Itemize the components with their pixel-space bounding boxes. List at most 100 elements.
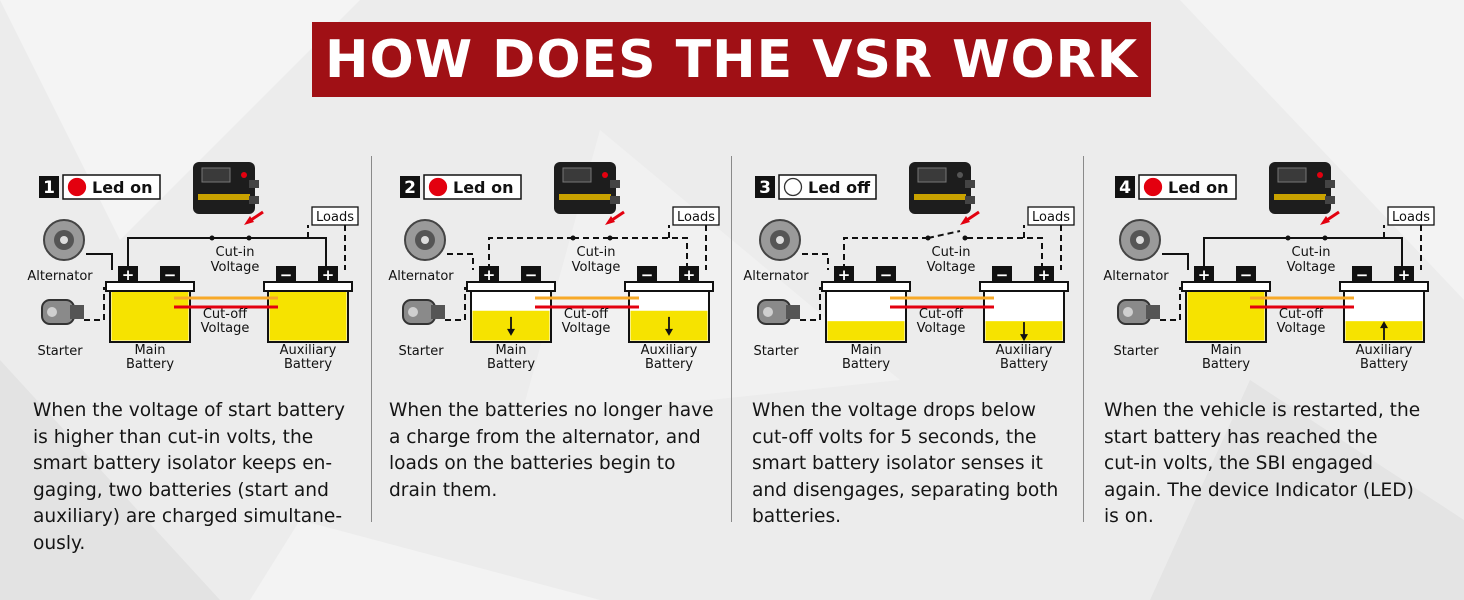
battery-terminal: [479, 266, 499, 282]
cut-in-label: Cut-in: [932, 245, 971, 260]
cut-off-label: Voltage: [562, 321, 611, 336]
alternator-hub: [60, 236, 68, 244]
alternator-hub: [1136, 236, 1144, 244]
wire-switch-to-aux: [1327, 237, 1403, 270]
led-on-icon: [428, 177, 448, 197]
battery-terminal: [834, 266, 854, 282]
step-caption: When the voltage of start battery is hig…: [33, 398, 369, 558]
positive-terminal-label: +: [483, 266, 496, 284]
battery-terminal: [160, 266, 180, 282]
caption-line: again. The device Indicator (LED): [1104, 479, 1414, 501]
device-terminal: [610, 196, 620, 204]
positive-terminal-label: +: [683, 266, 696, 284]
switch-contact: [246, 235, 252, 241]
battery-lid: [624, 281, 714, 292]
battery-terminal: [1394, 266, 1414, 282]
caption-line: cut-in volts, the SBI engaged: [1104, 453, 1374, 475]
device-terminal: [1325, 196, 1335, 204]
battery-lid: [821, 281, 911, 292]
device-display: [1277, 167, 1307, 183]
positive-terminal-label: +: [838, 266, 851, 284]
caption-line: drain them.: [389, 479, 498, 501]
starter-gear: [786, 305, 800, 319]
auxiliary-battery-label: Auxiliary: [996, 343, 1053, 358]
battery-terminal: [992, 266, 1012, 282]
starter-body: [757, 299, 791, 325]
step-number: 1: [43, 178, 55, 198]
led-status-label: Led off: [808, 178, 871, 197]
positive-terminal-label: +: [322, 266, 335, 284]
battery-terminal: [1236, 266, 1256, 282]
device-terminal: [249, 196, 259, 204]
starter-detail: [408, 307, 418, 317]
alternator-hub: [776, 236, 784, 244]
step-number-badge: [1115, 176, 1135, 198]
vsr-device-icon: [193, 162, 264, 225]
battery-lid: [105, 281, 195, 292]
alternator-label: Alternator: [1103, 269, 1169, 284]
battery-charge-level: [269, 291, 347, 341]
step-number-badge: [400, 176, 420, 198]
drain-arrow-head-icon: [507, 328, 515, 336]
step-caption: When the batteries no longer have a char…: [389, 398, 725, 504]
caption-line: When the vehicle is restarted, the: [1104, 400, 1421, 421]
wire-alternator: [86, 253, 113, 270]
starter-icon: [1117, 299, 1160, 325]
cut-off-label: Voltage: [1277, 321, 1326, 336]
starter-gear: [1146, 305, 1160, 319]
led-off-icon: [783, 177, 803, 197]
positive-terminal-label: +: [1398, 266, 1411, 284]
starter-icon: [402, 299, 445, 325]
negative-terminal-label: −: [996, 266, 1009, 284]
cut-in-label: Voltage: [572, 260, 621, 275]
alternator-icon: [43, 219, 85, 261]
device-terminal: [965, 196, 975, 204]
battery-lid: [1181, 281, 1271, 292]
led-on-icon: [1143, 177, 1163, 197]
vsr-device-icon: [1269, 162, 1340, 225]
switch-contact: [607, 235, 613, 241]
cut-in-label: Cut-in: [1292, 245, 1331, 260]
cut-in-label: Voltage: [1287, 260, 1336, 275]
cut-off-label: Cut-off: [1279, 307, 1324, 322]
loads-box: [1387, 206, 1435, 226]
loads-label: Loads: [677, 210, 715, 225]
main-battery-label: Battery: [842, 357, 890, 372]
loads-box: [1027, 206, 1075, 226]
battery-terminal: [318, 266, 338, 282]
alternator-label: Alternator: [388, 269, 454, 284]
battery-terminal: [637, 266, 657, 282]
starter-icon: [41, 299, 84, 325]
led-on-icon: [67, 177, 87, 197]
negative-terminal-label: −: [880, 266, 893, 284]
pointer-arrow-head-icon: [1320, 216, 1330, 225]
wire-switch-to-aux: [967, 237, 1043, 270]
auxiliary-battery-label: Auxiliary: [1356, 343, 1413, 358]
battery-lid: [979, 281, 1069, 292]
led-status-label: Led on: [1168, 178, 1228, 197]
caption-line: auxiliary) are charged simultane-: [33, 506, 343, 528]
step-number: 2: [404, 178, 416, 198]
cut-off-label: Cut-off: [564, 307, 609, 322]
auxiliary-battery: −+: [263, 266, 353, 343]
battery-terminal: [276, 266, 296, 282]
negative-terminal-label: −: [641, 266, 654, 284]
auxiliary-battery-label: Battery: [284, 357, 332, 372]
main-battery-label: Main: [495, 343, 526, 358]
device-label-strip: [198, 194, 250, 200]
device-label-strip: [1274, 194, 1326, 200]
auxiliary-battery-label: Battery: [1000, 357, 1048, 372]
panel-divider: [1083, 156, 1084, 522]
caption-line: smart battery isolator keeps en-: [33, 453, 333, 475]
caption-line: When the voltage drops below: [752, 400, 1036, 421]
alternator-icon: [759, 219, 801, 261]
wire-alternator: [802, 253, 829, 270]
step-caption: When the voltage drops below cut-off vol…: [752, 398, 1088, 531]
led-status-label: Led on: [92, 178, 152, 197]
loads-label: Loads: [1392, 210, 1430, 225]
auxiliary-battery-label: Auxiliary: [280, 343, 337, 358]
cut-in-label: Voltage: [927, 260, 976, 275]
alternator-icon: [1119, 219, 1161, 261]
